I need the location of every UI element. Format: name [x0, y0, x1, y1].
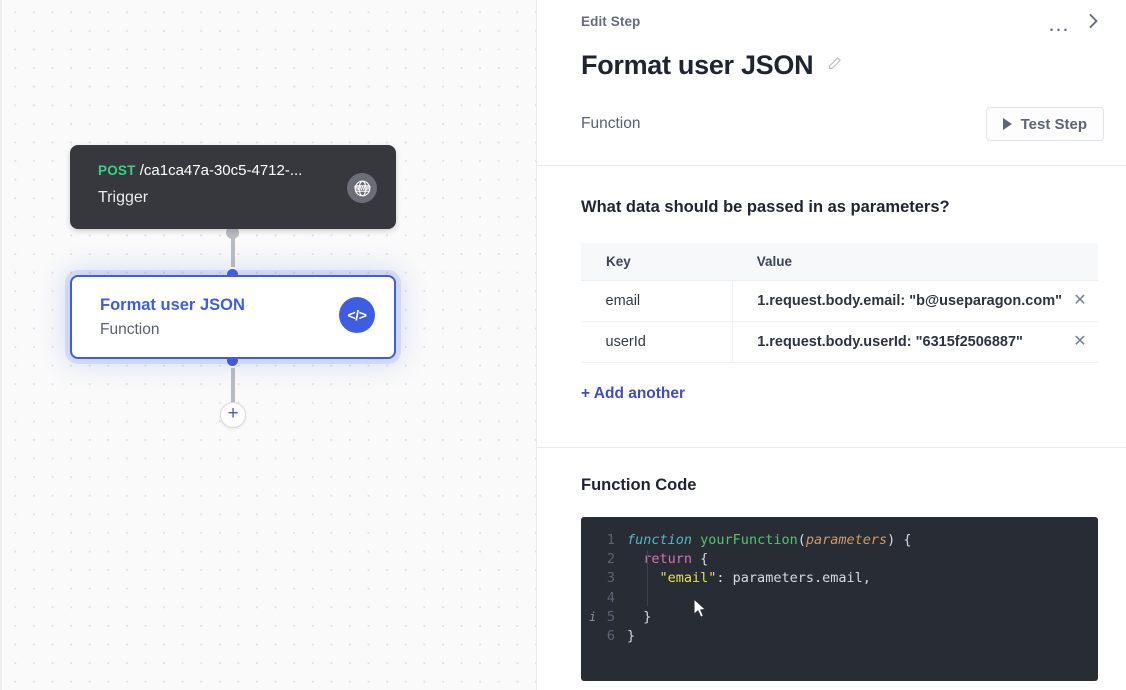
- panel-subheader: Function Test Step: [581, 107, 1104, 141]
- test-step-button[interactable]: Test Step: [985, 107, 1104, 141]
- function-node[interactable]: Format user JSON Function </>: [70, 275, 396, 359]
- code-line: 3 "email": parameters.email,: [581, 569, 1098, 588]
- trigger-path-label: /ca1ca47a-30c5-4712-...: [139, 162, 303, 179]
- section-divider-top: [537, 165, 1126, 166]
- connector-dot-trigger-out: [226, 226, 239, 239]
- line-number: 4: [606, 589, 615, 606]
- http-method-label: POST: [98, 163, 136, 178]
- param-value[interactable]: 1.request.body.userId: "6315f2506887": [732, 321, 1062, 363]
- add-step-plus-icon: +: [227, 403, 239, 424]
- panel-header-actions: …: [1048, 12, 1101, 35]
- indent-guide: [647, 550, 648, 606]
- connector-line-top: [231, 226, 235, 276]
- close-icon: ✕: [1073, 292, 1087, 309]
- svg-text:WWW: WWW: [354, 186, 371, 192]
- function-node-subtitle: Function: [100, 321, 160, 338]
- test-step-label: Test Step: [1020, 115, 1087, 133]
- trigger-endpoint: POST /ca1ca47a-30c5-4712-...: [98, 161, 376, 181]
- pencil-icon[interactable]: [827, 56, 842, 76]
- globe-www-icon: WWW: [347, 173, 377, 203]
- canvas-left-edge: [0, 0, 2, 690]
- parameters-table: Key Value email 1.request.body.email: "b…: [580, 243, 1098, 363]
- parameters-section: What data should be passed in as paramet…: [537, 166, 1126, 447]
- add-step-button[interactable]: +: [220, 402, 246, 428]
- table-header-row: Key Value: [580, 243, 1098, 281]
- line-number: 3: [606, 570, 615, 587]
- param-key[interactable]: email: [581, 280, 733, 322]
- code-editor[interactable]: 1 function yourFunction(parameters) { 2 re…: [581, 517, 1098, 681]
- param-value[interactable]: 1.request.body.email: "b@useparagon.com": [732, 280, 1062, 322]
- step-type-label: Function: [581, 115, 641, 132]
- page-title: Format user JSON: [581, 50, 814, 80]
- function-node-title: Format user JSON: [100, 296, 245, 314]
- function-code-label: Function Code: [581, 476, 697, 494]
- column-header-value: Value: [732, 243, 1062, 281]
- param-key[interactable]: userId: [581, 321, 733, 363]
- line-number: 2: [606, 551, 615, 568]
- code-text: return {: [643, 551, 709, 568]
- code-line: 2 return {: [581, 550, 1098, 569]
- connector-line-bottom: [231, 354, 235, 412]
- trigger-subtitle: Trigger: [98, 189, 149, 206]
- info-marker-icon[interactable]: i: [589, 609, 597, 624]
- line-number: 1: [606, 532, 615, 548]
- code-text: "email": parameters.email,: [659, 570, 871, 587]
- column-header-key: Key: [580, 243, 733, 281]
- chevron-right-icon[interactable]: [1087, 12, 1100, 35]
- panel-eyebrow: Edit Step: [581, 14, 641, 29]
- section-divider-bottom: [537, 447, 1126, 448]
- panel-header: Edit Step … Format user JSON Fun: [537, 0, 1126, 165]
- trigger-node[interactable]: POST /ca1ca47a-30c5-4712-... Trigger WWW: [70, 145, 396, 229]
- close-icon: ✕: [1073, 333, 1087, 350]
- function-code-section: Function Code 1 function yourFunction(par…: [537, 448, 1126, 681]
- workflow-canvas[interactable]: POST /ca1ca47a-30c5-4712-... Trigger WWW…: [0, 0, 537, 690]
- add-another-button[interactable]: + Add another: [581, 385, 686, 402]
- remove-param-button[interactable]: ✕: [1062, 321, 1098, 363]
- ellipsis-icon[interactable]: …: [1047, 10, 1071, 36]
- table-row[interactable]: email 1.request.body.email: "b@useparago…: [581, 280, 1098, 322]
- code-line: 4: [581, 589, 1098, 608]
- code-text: function yourFunction(parameters) {: [627, 532, 912, 548]
- code-text: }: [627, 608, 652, 625]
- panel-title-row: Format user JSON: [581, 50, 1082, 81]
- remove-param-button[interactable]: ✕: [1062, 280, 1098, 322]
- code-brackets-icon: </>: [339, 297, 375, 333]
- parameters-heading: What data should be passed in as paramet…: [581, 198, 950, 216]
- column-header-actions: [1062, 243, 1098, 281]
- line-number: 6: [606, 628, 615, 645]
- table-row[interactable]: userId 1.request.body.userId: "6315f2506…: [581, 321, 1098, 363]
- edit-step-panel: Edit Step … Format user JSON Fun: [537, 0, 1126, 690]
- code-line: 1 function yourFunction(parameters) {: [581, 531, 1098, 550]
- play-icon: [1002, 118, 1012, 130]
- code-text: }: [627, 628, 636, 645]
- code-line: 6}: [581, 627, 1098, 646]
